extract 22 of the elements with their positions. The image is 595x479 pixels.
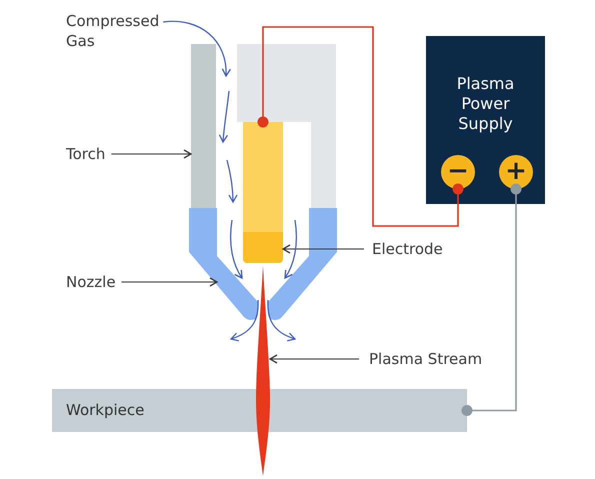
part-label: Compressed Gas <box>66 11 160 51</box>
part-label: Nozzle <box>66 272 116 292</box>
leader-arrow <box>282 244 364 254</box>
leader-arrow <box>111 149 192 159</box>
part-label: Plasma Stream <box>369 349 482 369</box>
electrode <box>243 122 283 263</box>
part-label: Torch <box>66 144 106 164</box>
positive-terminal: + <box>499 155 533 189</box>
negative-terminal: − <box>441 155 475 189</box>
gas-flow-arrow <box>284 220 297 279</box>
gas-flow-arrow <box>230 220 243 279</box>
part-label: Electrode <box>372 239 443 259</box>
electrical-wire <box>258 26 464 227</box>
nozzle <box>189 208 337 320</box>
leader-arrow <box>269 354 359 364</box>
torch-wall <box>191 44 216 208</box>
electrical-wire <box>462 184 522 416</box>
power-supply-panel <box>426 36 545 204</box>
leader-arrow <box>122 277 218 287</box>
power-supply-label: Plasma Power Supply <box>456 74 516 134</box>
curved-arrow <box>163 20 231 77</box>
workpiece-bar: Workpiece <box>52 389 467 432</box>
